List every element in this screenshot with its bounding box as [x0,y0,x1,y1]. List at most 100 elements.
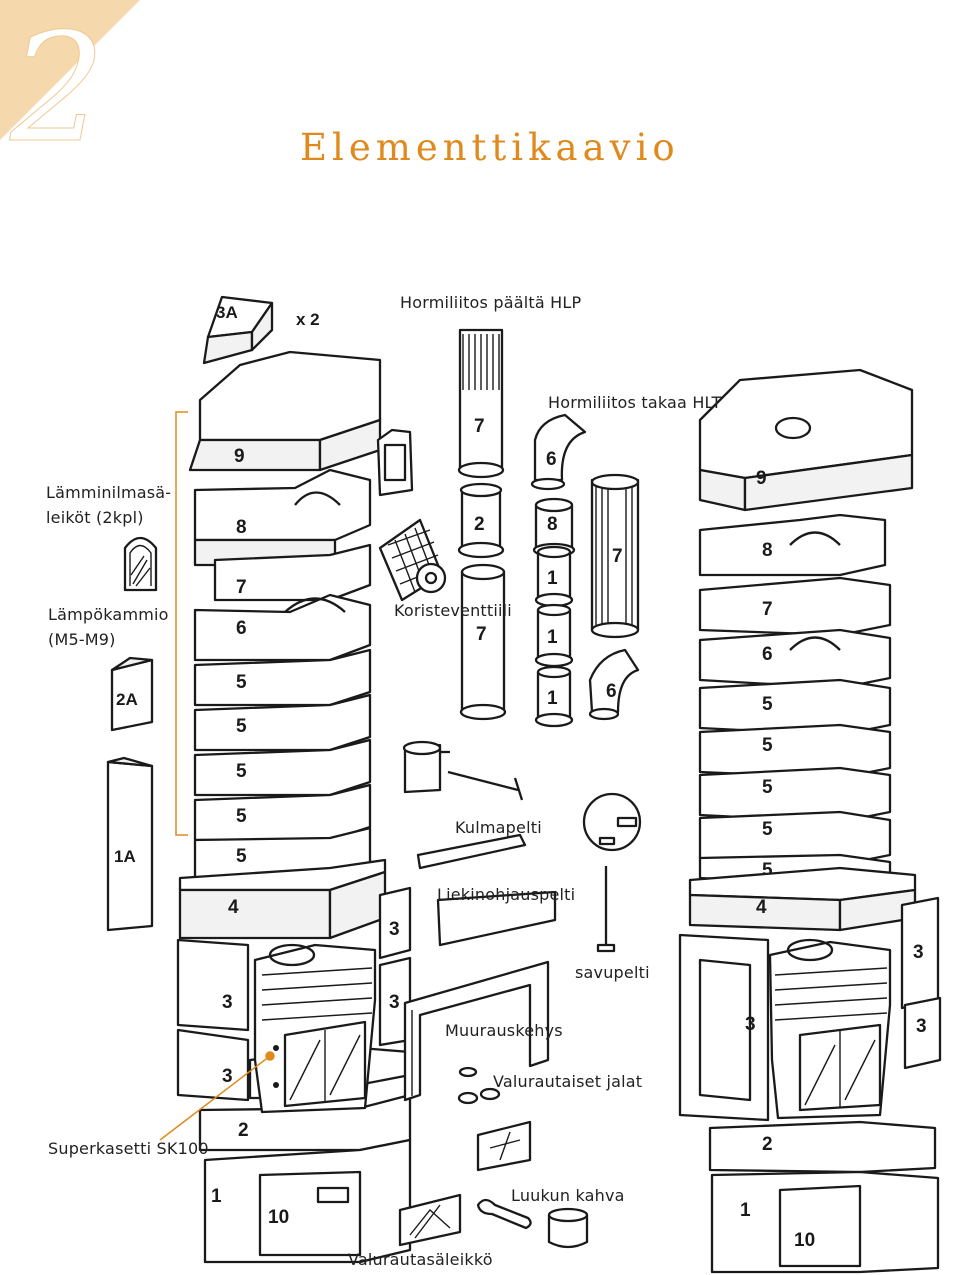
block-2-label: 2 [238,1120,249,1141]
cast-iron-grille-box [476,1120,532,1172]
block-3a-label: 3 [389,919,400,940]
door-knob [547,1207,589,1249]
label-cast-iron-feet: Valurautaiset jalat [493,1072,642,1091]
right-block-5d-label: 5 [762,819,773,840]
right-block-6-label: 6 [762,644,773,665]
right-stack: 9 8 7 6 5 5 5 5 5 [678,368,942,1274]
superkasetti-firebox-right [768,938,892,1120]
right-block-3c-label: 3 [745,1014,756,1035]
chapter-corner-triangle [0,0,140,140]
part-3A: 3A [202,295,274,365]
flue-6-bottom-label: 6 [606,681,617,702]
label-hlp: Hormiliitos päältä HLP [400,293,581,312]
right-block-3a-label: 3 [913,942,924,963]
right-block-3b-label: 3 [916,1016,927,1037]
right-block-8-label: 8 [762,540,773,561]
label-warm-air-2: leiköt (2kpl) [46,508,144,527]
cast-iron-feet [457,1066,501,1105]
part-2A-label: 2A [116,690,138,709]
right-block-5c-label: 5 [762,777,773,798]
right-block-5c: 5 [698,766,892,824]
flue-column-3: 7 6 [588,473,640,721]
flue-1a-label: 1 [547,568,558,589]
label-heat-chamber-1: Lämpökammio [48,605,169,624]
right-block-2-label: 2 [762,1134,773,1155]
label-corner-plate: Kulmapelti [455,818,542,837]
right-block-9-label: 9 [756,468,767,489]
warm-air-grille-pair [376,428,414,497]
part-1A-label: 1A [114,847,136,866]
block-5a-label: 5 [236,672,247,693]
right-block-5e-label: 5 [762,860,773,881]
cast-iron-grate [398,1193,462,1247]
part-1A: 1A [106,756,154,932]
smoke-damper [582,792,642,953]
right-block-5b-label: 5 [762,735,773,756]
flue-7-right-label: 7 [612,546,623,567]
ash-bucket [402,740,450,794]
orange-annotations [159,411,275,1141]
right-block-10-label: 10 [794,1230,815,1251]
label-heat-chamber-2: (M5-M9) [48,630,116,649]
label-hlt: Hormiliitos takaa HLT [548,393,721,412]
flame-guide-plate [436,890,557,947]
right-block-1-label: 1 [740,1200,751,1221]
right-block-5a: 5 [698,678,892,737]
block-3-right-upper: 3 [378,886,412,960]
flue-6-top-label: 6 [546,449,557,470]
left-stack: 9 8 7 6 5 5 5 5 5 [176,350,412,1264]
label-flame-guide-plate: Liekinohjauspelti [437,885,575,904]
flue-7-bottom-label: 7 [476,624,487,645]
corner-plate [416,833,527,870]
label-masonry-frame: Muurauskehys [445,1021,563,1040]
warm-air-grille [123,536,158,592]
block-9-label: 9 [234,446,245,467]
right-block-3-upper: 3 [900,896,940,1010]
block-7-label: 7 [236,577,247,598]
right-block-5a-label: 5 [762,694,773,715]
right-block-3-left: 3 [678,933,770,1122]
door-handle [476,1198,532,1230]
block-5e-label: 5 [236,846,247,867]
label-decorative-valve: Koristeventtiili [394,601,512,620]
block-10-label: 10 [268,1207,289,1228]
koristeventtiili-cylinder [378,518,447,602]
block-3d-label: 3 [222,1066,233,1087]
part-3A-label: 3A [216,303,238,322]
flue-7-top-label: 7 [474,416,485,437]
masonry-frame [403,960,550,1102]
label-warm-air-1: Lämminilmasä- [46,483,171,502]
right-block-7-label: 7 [762,599,773,620]
block-1-label: 1 [211,1186,222,1207]
flue-column-2: 6 8 1 1 1 [530,413,587,728]
flue-column-1: 7 2 7 [457,328,507,721]
block-5d-label: 5 [236,806,247,827]
quantity-x2: x 2 [296,310,320,329]
block-3-left-upper: 3 [176,938,250,1032]
right-block-3-lower: 3 [903,996,942,1070]
block-8-label: 8 [236,517,247,538]
block-6-label: 6 [236,618,247,639]
right-block-4-label: 4 [756,897,767,918]
block-5c-label: 5 [236,761,247,782]
block-4-label: 4 [228,897,239,918]
flue-1b-label: 1 [547,627,558,648]
block-3c-label: 3 [389,992,400,1013]
block-5a: 5 [193,648,372,707]
label-smoke-damper: savupelti [575,963,650,982]
chapter-number: 2 [9,2,105,176]
block-5b: 5 [193,693,372,752]
label-cast-iron-grate: Valurautasäleikkö [348,1250,493,1269]
block-3b-label: 3 [222,992,233,1013]
block-3-left-lower: 3 [176,1028,250,1102]
flue-1c-label: 1 [547,688,558,709]
flue-8-label: 8 [547,514,558,535]
page-title: Elementtikaavio [300,126,680,169]
superkasetti-firebox-left [253,943,377,1114]
part-2A: 2A [110,656,154,732]
label-door-handle: Luukun kahva [511,1186,625,1205]
label-superkasetti: Superkasetti SK100 [48,1139,209,1158]
block-5c: 5 [193,738,372,797]
